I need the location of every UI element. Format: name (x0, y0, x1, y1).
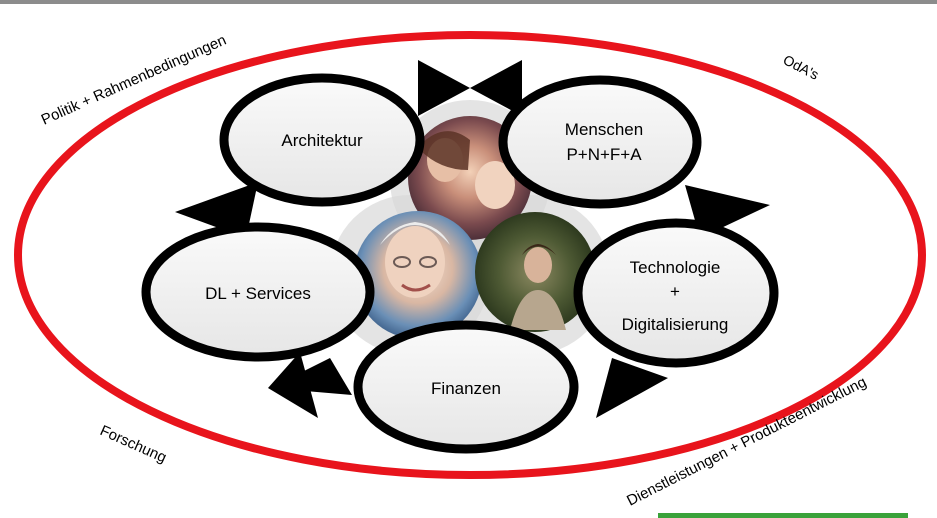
label-odas: OdA's (781, 51, 822, 82)
node-menschen: Menschen P+N+F+A (498, 75, 702, 209)
arrow-bottom-left-2 (268, 352, 318, 418)
node-label: Technologie (630, 258, 721, 277)
arrow-top-right (470, 60, 522, 116)
node-label: + (670, 282, 680, 301)
node-finanzen: Finanzen (353, 320, 579, 454)
label-forschung: Forschung (97, 422, 169, 466)
young-man-photo (475, 212, 595, 332)
top-divider (0, 0, 937, 4)
node-label: DL + Services (205, 284, 311, 303)
node-label: Architektur (281, 131, 363, 150)
node-label: Digitalisierung (622, 315, 729, 334)
node-dl-services: DL + Services (141, 222, 375, 362)
node-label: P+N+F+A (566, 145, 642, 164)
node-architektur: Architektur (219, 73, 425, 207)
arrow-top-left (418, 60, 470, 116)
bottom-accent-bar (658, 513, 908, 518)
node-technologie: Technologie + Digitalisierung (573, 218, 779, 368)
node-label: Menschen (565, 120, 643, 139)
senior-woman-photo (354, 211, 482, 339)
arrow-bottom-right (596, 358, 668, 418)
outer-ring (14, 31, 926, 479)
label-dienstleistungen: Dienstleistungen + Produkteentwicklung (624, 373, 869, 509)
node-label: Finanzen (431, 379, 501, 398)
